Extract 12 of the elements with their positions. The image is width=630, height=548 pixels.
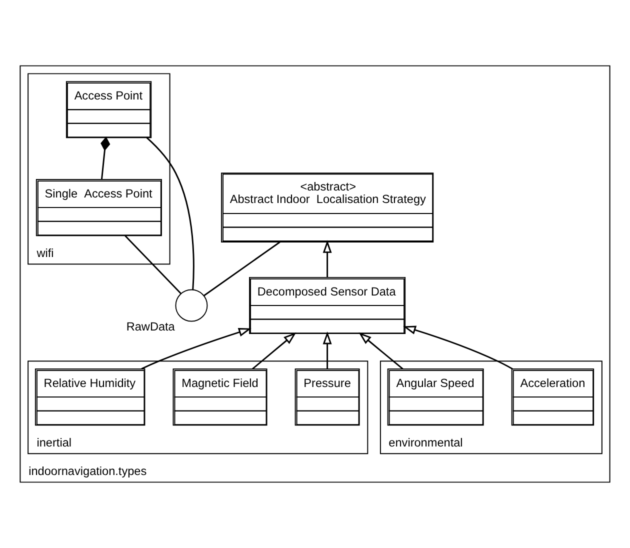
connector: [124, 235, 182, 294]
node-circle: [175, 289, 208, 322]
connector: [146, 137, 194, 290]
connector: [204, 241, 280, 296]
arrow: [358, 332, 404, 370]
arrow: [252, 332, 296, 370]
arrow: [322, 331, 332, 369]
node-label: RawData: [126, 320, 175, 334]
arrow: [403, 326, 513, 370]
connector: [100, 136, 110, 180]
arrow: [322, 240, 332, 278]
arrow: [141, 328, 252, 370]
